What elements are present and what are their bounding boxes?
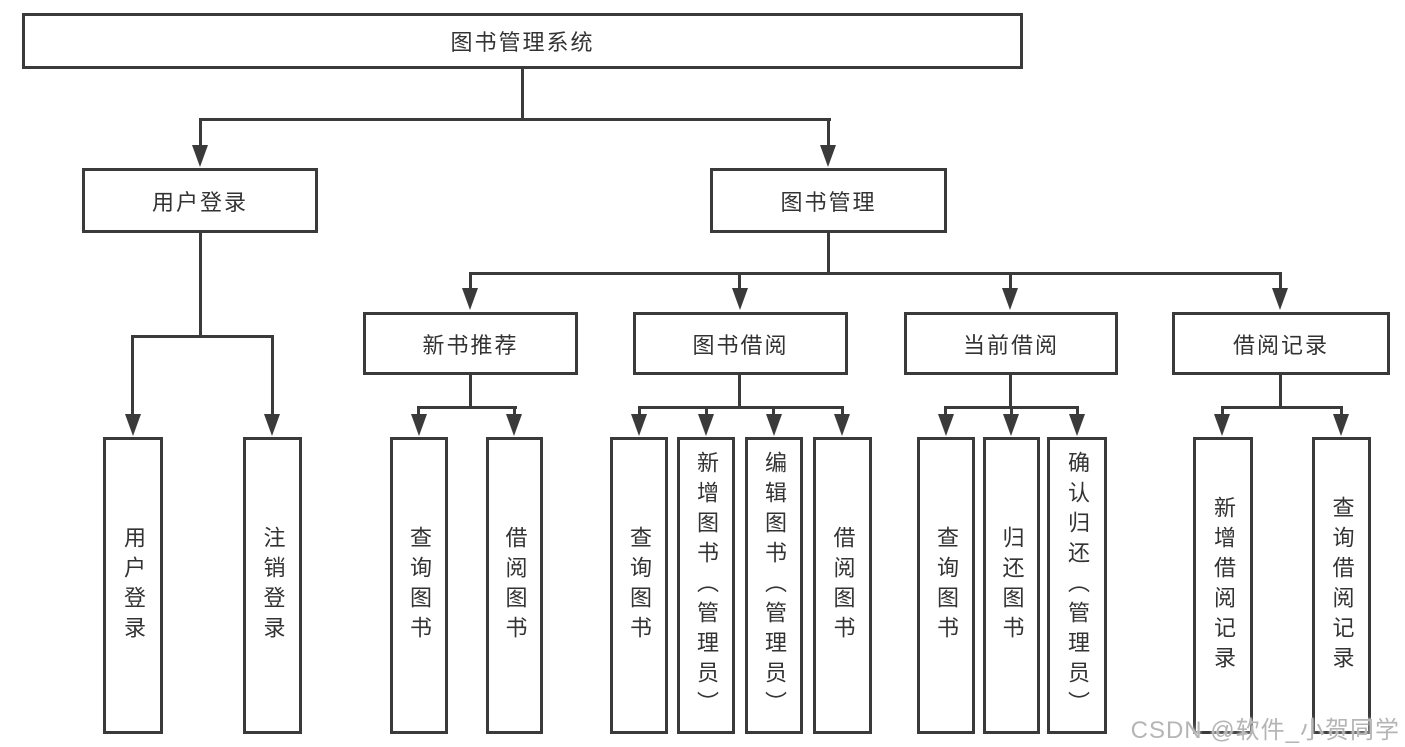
arrow-down-icon bbox=[938, 414, 954, 436]
leaf-edit-book-admin: 编辑图书（管理员） bbox=[745, 437, 803, 734]
arrow-down-icon bbox=[506, 414, 522, 436]
connector-arm bbox=[1010, 406, 1013, 416]
arrow-down-icon bbox=[1002, 288, 1018, 310]
connector-arm-current bbox=[1009, 272, 1012, 292]
connector-borrowing-stem bbox=[738, 375, 741, 408]
node-library-system: 图书管理系统 bbox=[22, 13, 1023, 69]
arrow-down-icon bbox=[766, 414, 782, 436]
arrow-down-icon bbox=[1333, 414, 1349, 436]
arrow-down-icon bbox=[462, 288, 478, 310]
arrow-down-icon bbox=[411, 414, 427, 436]
arrow-down-icon bbox=[264, 414, 280, 436]
connector-level2-rail bbox=[199, 118, 831, 121]
connector-arm-leaf-login bbox=[131, 335, 134, 416]
arrow-down-icon bbox=[1003, 414, 1019, 436]
connector-arm bbox=[944, 406, 947, 416]
connector-current-stem bbox=[1009, 375, 1012, 408]
connector-arm-user-login bbox=[199, 118, 202, 146]
node-borrowing-records: 借阅记录 bbox=[1172, 312, 1390, 375]
leaf-logout: 注销登录 bbox=[243, 437, 302, 734]
arrow-down-icon bbox=[631, 414, 647, 436]
leaf-borrow-books-borrowing: 借阅图书 bbox=[813, 437, 872, 734]
connector-arm bbox=[705, 406, 708, 416]
arrow-down-icon bbox=[732, 288, 748, 310]
leaf-user-login: 用户登录 bbox=[103, 437, 163, 734]
connector-arm bbox=[638, 406, 641, 416]
connector-arm-leaf-logout bbox=[271, 335, 274, 416]
node-current-borrowing: 当前借阅 bbox=[904, 312, 1118, 375]
connector-root-stem bbox=[521, 68, 524, 120]
arrow-down-icon bbox=[834, 414, 850, 436]
arrow-down-icon bbox=[1272, 288, 1288, 310]
arrow-down-icon bbox=[820, 145, 836, 167]
connector-arm bbox=[1221, 406, 1224, 416]
connector-login-rail bbox=[131, 335, 274, 338]
node-book-management: 图书管理 bbox=[710, 168, 947, 233]
connector-arm bbox=[513, 406, 516, 416]
connector-mgmt-stem bbox=[827, 233, 830, 275]
node-book-borrowing: 图书借阅 bbox=[633, 312, 848, 375]
leaf-confirm-return-admin: 确认归还（管理员） bbox=[1047, 437, 1107, 734]
leaf-return-books: 归还图书 bbox=[983, 437, 1040, 734]
csdn-watermark: CSDN @软件_小贺同学 bbox=[1130, 717, 1400, 744]
leaf-query-books-borrowing: 查询图书 bbox=[610, 437, 668, 734]
connector-arm bbox=[1076, 406, 1079, 416]
connector-arm bbox=[772, 406, 775, 416]
connector-arm bbox=[417, 406, 420, 416]
arrow-down-icon bbox=[698, 414, 714, 436]
connector-level3-rail bbox=[469, 272, 1282, 275]
node-user-login: 用户登录 bbox=[82, 168, 318, 233]
connector-newbook-stem bbox=[469, 375, 472, 408]
leaf-add-book-admin: 新增图书（管理员） bbox=[677, 437, 735, 734]
arrow-down-icon bbox=[1214, 414, 1230, 436]
connector-arm bbox=[1340, 406, 1343, 416]
connector-records-rail bbox=[1221, 406, 1343, 409]
connector-borrowing-rail bbox=[638, 406, 844, 409]
connector-arm-newbook bbox=[469, 272, 472, 292]
leaf-add-borrow-record: 新增借阅记录 bbox=[1193, 437, 1253, 734]
connector-login-stem bbox=[199, 233, 202, 338]
leaf-query-books-recommend: 查询图书 bbox=[390, 437, 448, 734]
node-new-book-recommend: 新书推荐 bbox=[363, 312, 578, 375]
connector-arm-borrowing bbox=[738, 272, 741, 292]
connector-arm-book-management bbox=[827, 118, 830, 146]
connector-arm bbox=[841, 406, 844, 416]
leaf-borrow-books-recommend: 借阅图书 bbox=[486, 437, 543, 734]
leaf-query-books-current: 查询图书 bbox=[917, 437, 975, 734]
connector-arm-records bbox=[1279, 272, 1282, 292]
arrow-down-icon bbox=[1069, 414, 1085, 436]
leaf-query-borrow-record: 查询借阅记录 bbox=[1312, 437, 1371, 734]
connector-records-stem bbox=[1279, 375, 1282, 408]
connector-newbook-rail bbox=[417, 406, 517, 409]
arrow-down-icon bbox=[125, 414, 141, 436]
arrow-down-icon bbox=[192, 145, 208, 167]
